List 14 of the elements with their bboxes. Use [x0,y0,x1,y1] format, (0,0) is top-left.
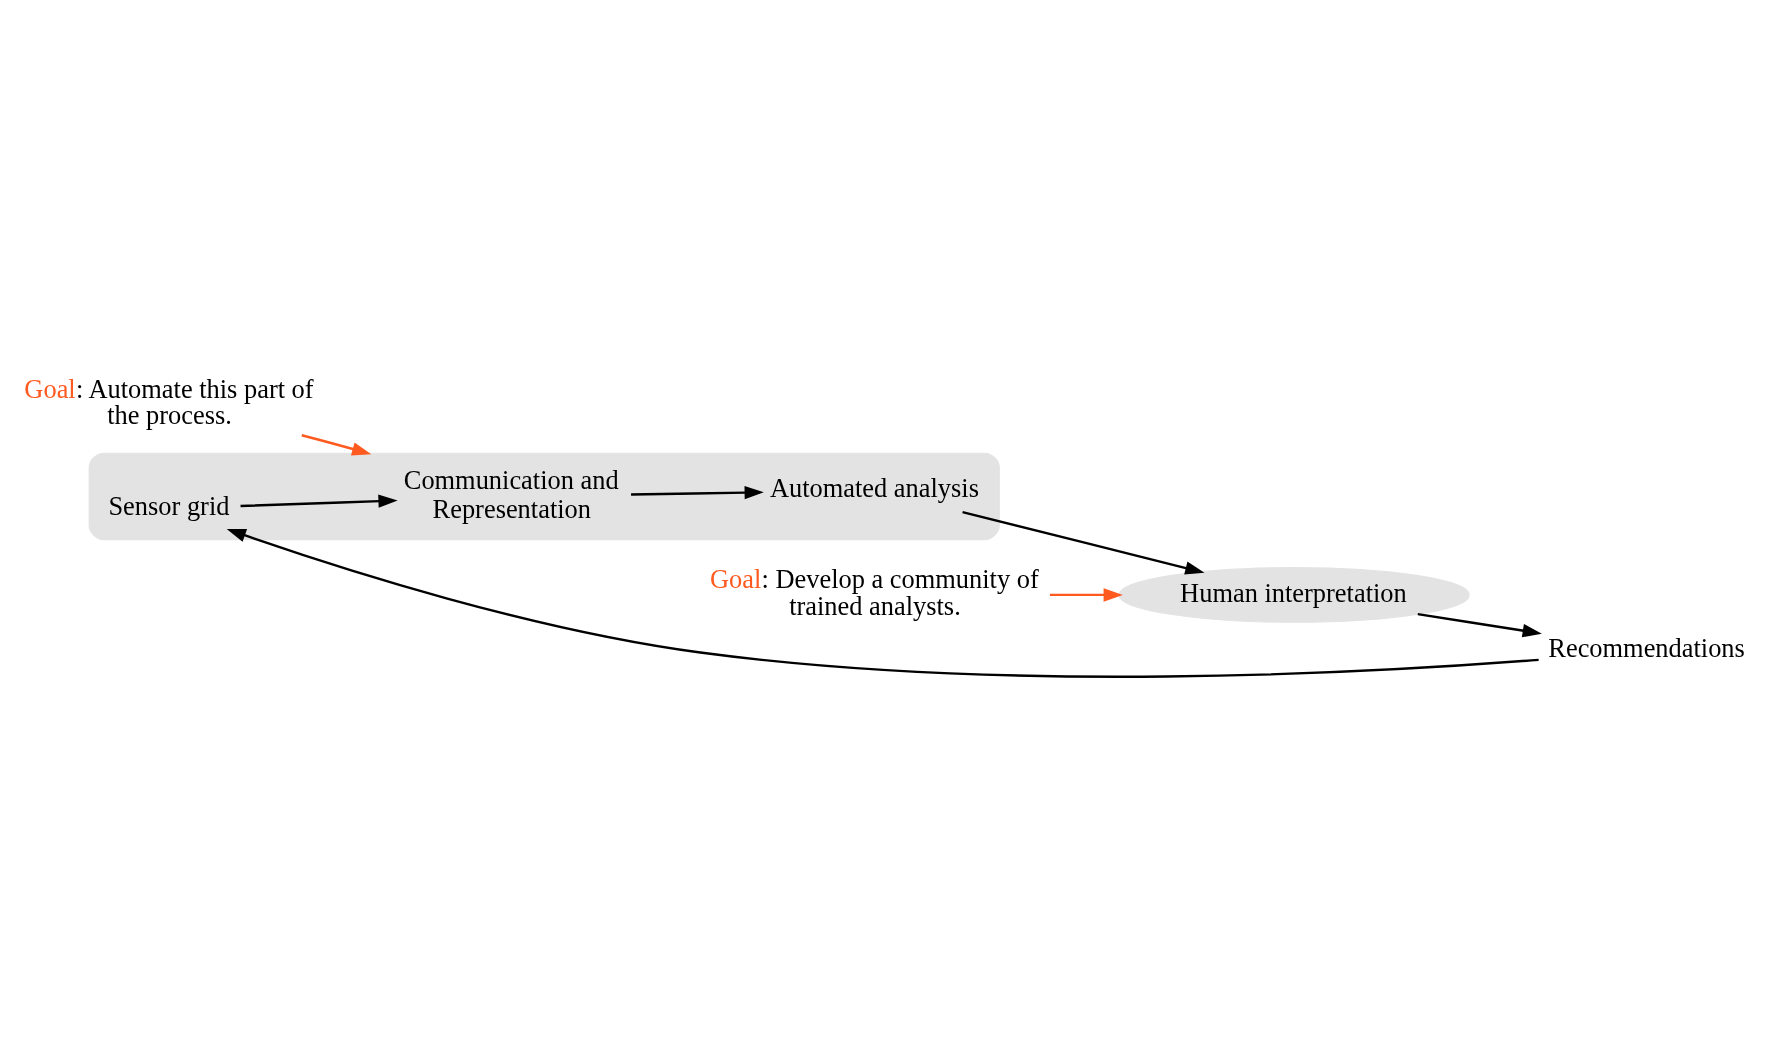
arrow [240,494,398,508]
node-text: Automated analysis [769,473,979,504]
node-text: Recommendations [1547,632,1745,663]
arrow [1417,612,1542,638]
node-text: Sensor grid [107,491,229,522]
node-ellipse: Human interpretation [1118,567,1470,623]
node-text: Communication and Representation [403,464,619,524]
arrow [1049,588,1123,602]
arrow [300,434,371,456]
node-text: Goal: Automate this part of the process. [23,373,314,430]
arrow [630,485,764,500]
arrow [961,510,1204,575]
node-text: Goal: Develop a community of trained analysts. [709,564,1039,621]
arrow [226,528,1539,678]
